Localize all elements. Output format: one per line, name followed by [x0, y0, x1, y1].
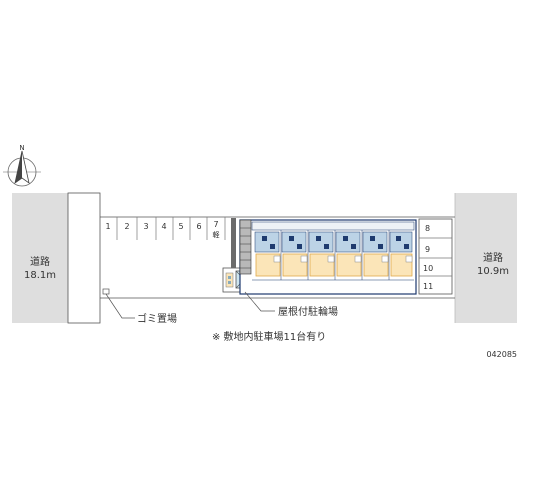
parking-space-note: 軽 — [213, 230, 220, 239]
parking-space-label: 8 — [425, 224, 430, 233]
garbage-label: ゴミ置場 — [137, 312, 177, 325]
right-road — [455, 193, 517, 323]
parking-space-label: 10 — [423, 264, 433, 273]
left-road-width: 18.1m — [24, 270, 56, 281]
north-label: N — [19, 144, 24, 152]
bicycle-parking-label: 屋根付駐輪場 — [278, 305, 338, 318]
garbage-leader-line — [105, 293, 135, 319]
right-road-width: 10.9m — [477, 266, 509, 277]
building — [231, 218, 417, 295]
compass: N — [3, 144, 41, 187]
parking-space-label: 2 — [124, 222, 129, 231]
parking-space-label: 1 — [105, 222, 110, 231]
left-road-name: 道路 — [30, 255, 50, 268]
parking-space-label: 7 — [213, 220, 218, 229]
reference-id: 042085 — [486, 350, 517, 359]
parking-space-label: 3 — [143, 222, 148, 231]
parking-space-label: 4 — [161, 222, 166, 231]
parking-space-label: 6 — [196, 222, 201, 231]
right-road-name: 道路 — [483, 251, 503, 264]
parking-space-label: 5 — [178, 222, 183, 231]
bicycle-leader-line — [244, 291, 275, 312]
parking-top-row — [116, 217, 226, 240]
left-sidewalk — [67, 192, 101, 324]
left-road — [12, 193, 68, 323]
parking-note: ※ 敷地内駐車場11台有り — [212, 330, 326, 343]
parking-space-label: 11 — [423, 282, 433, 291]
garbage-marker — [102, 288, 110, 295]
parking-right-column — [418, 218, 453, 295]
parking-space-label: 9 — [425, 245, 430, 254]
